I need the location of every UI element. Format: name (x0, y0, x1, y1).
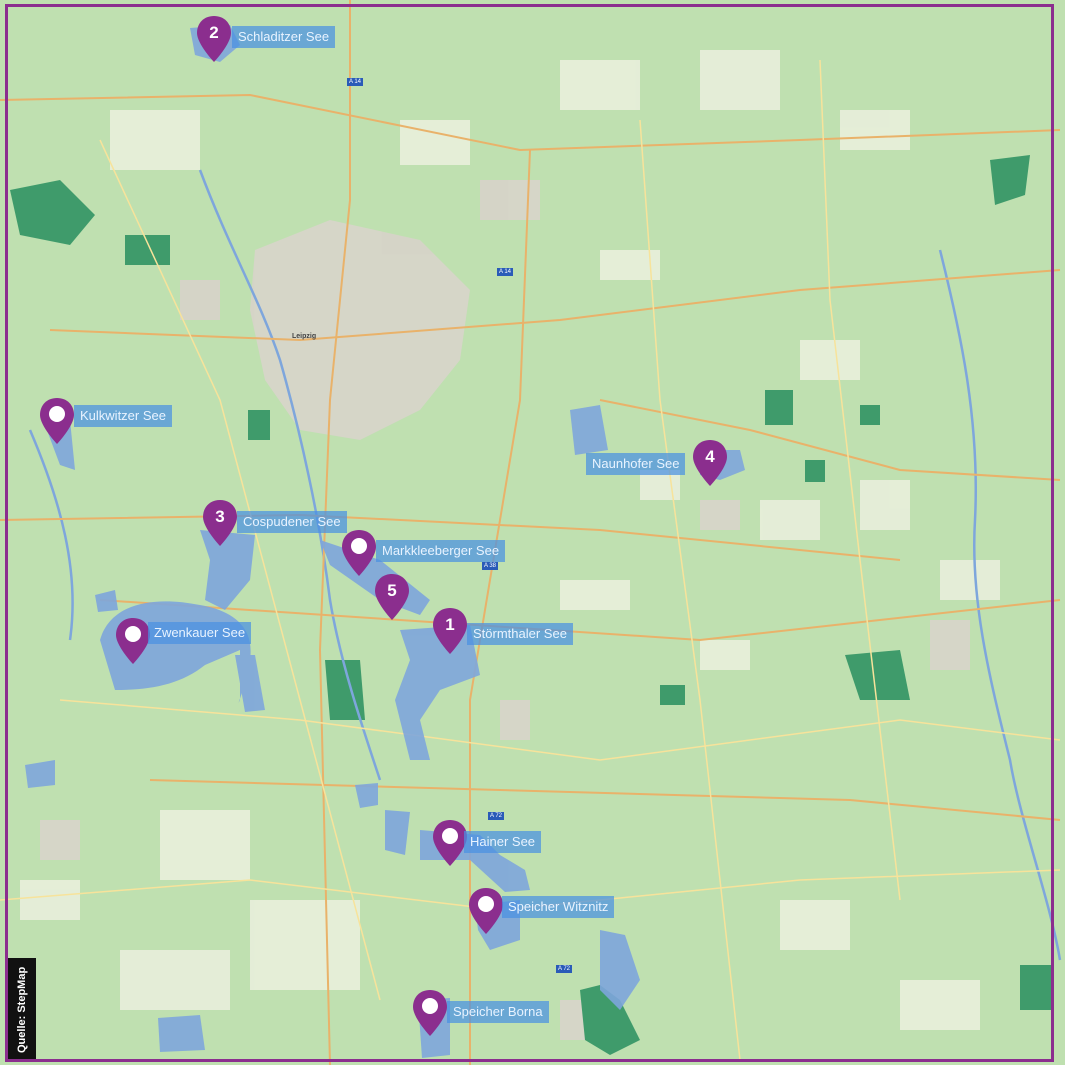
city-label: Leipzig (292, 333, 317, 340)
lake-label-borna[interactable]: Speicher Borna (447, 1001, 549, 1023)
map-marker-stoermthaler[interactable]: 1 (433, 608, 467, 654)
marker-number: 3 (215, 507, 225, 526)
map-marker-witznitz[interactable] (469, 888, 503, 934)
marker-number: 5 (387, 581, 397, 600)
map-marker-kulkwitzer[interactable] (40, 398, 74, 444)
map-marker-cospudener[interactable]: 3 (203, 500, 237, 546)
marker-number: 1 (445, 615, 455, 634)
lake-label-schladitzer[interactable]: Schladitzer See (232, 26, 336, 48)
lake-label-hainer[interactable]: Hainer See (464, 831, 542, 853)
highway-shield: A 72 (556, 965, 573, 973)
map-marker-markkleeberger[interactable] (342, 530, 376, 576)
map-marker-hainer[interactable] (433, 820, 467, 866)
highway-shield: A 14 (347, 78, 364, 86)
lake-label-cospudener[interactable]: Cospudener See (237, 511, 347, 533)
lake-label-kulkwitzer[interactable]: Kulkwitzer See (74, 405, 172, 427)
highway-shield: A 14 (497, 268, 514, 276)
map-marker-borna[interactable] (413, 990, 447, 1036)
map-marker-zwenkauer[interactable] (116, 618, 150, 664)
marker-number: 4 (705, 447, 715, 466)
lake-label-markkleeberger[interactable]: Markkleeberger See (376, 540, 506, 562)
lake-label-naunhofer[interactable]: Naunhofer See (586, 453, 686, 475)
source-credit: Quelle: StepMap (8, 958, 36, 1062)
marker-number: 2 (209, 23, 219, 42)
highway-shield: A 72 (488, 812, 505, 820)
lake-label-witznitz[interactable]: Speicher Witznitz (502, 896, 615, 918)
map-marker-5[interactable]: 5 (375, 574, 409, 620)
highway-shield: A 38 (482, 562, 499, 570)
map-marker-schladitzer[interactable]: 2 (197, 16, 231, 62)
map-marker-naunhofer[interactable]: 4 (693, 440, 727, 486)
lake-label-zwenkauer[interactable]: Zwenkauer See (148, 622, 252, 644)
lake-label-stoermthaler[interactable]: Störmthaler See (467, 623, 573, 645)
